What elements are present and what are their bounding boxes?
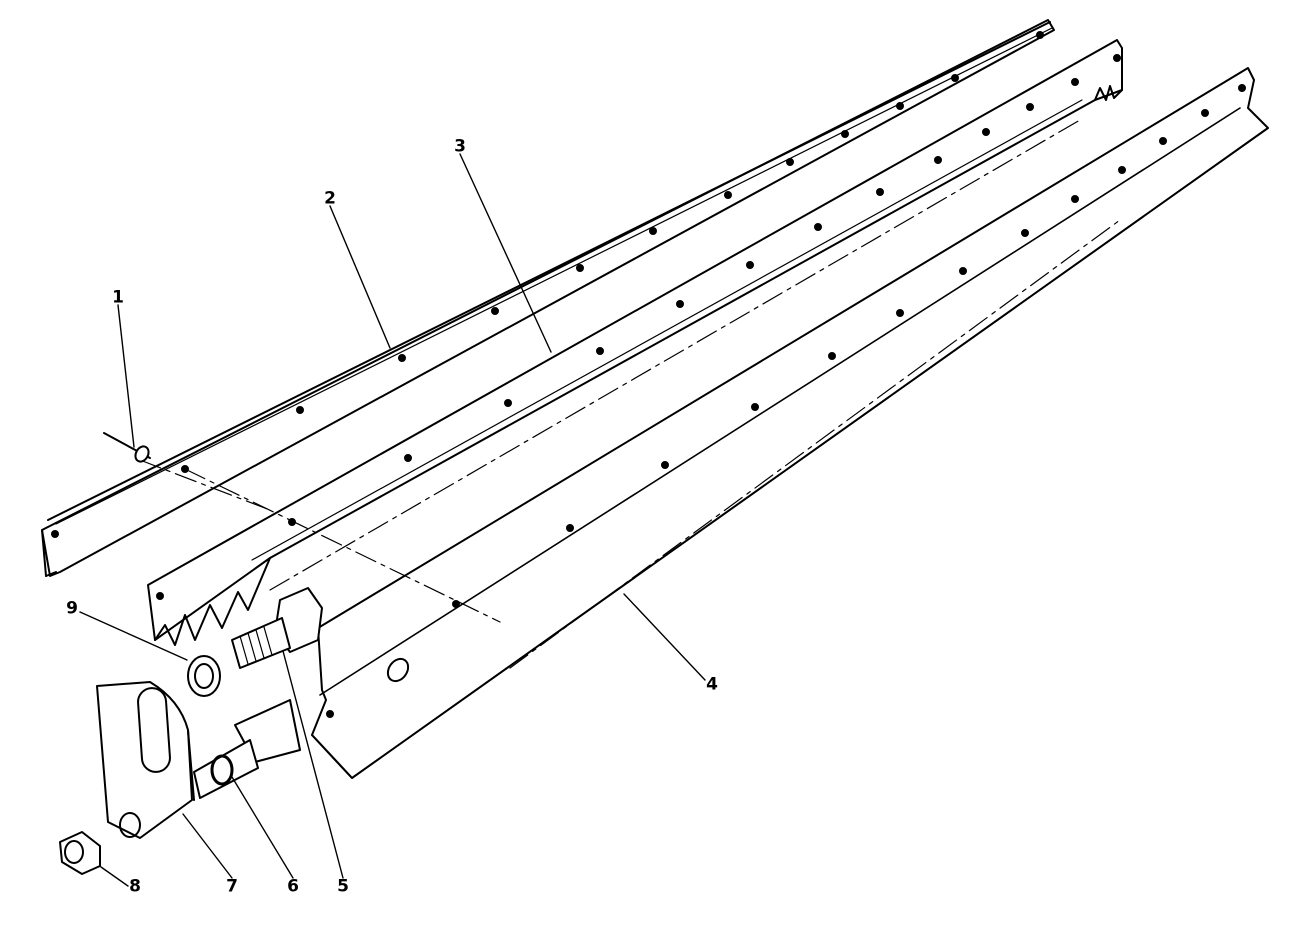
part-7-mounting-plate <box>96 681 195 839</box>
part-2-strip <box>41 19 1055 577</box>
part-5-hex-bolt <box>231 587 323 669</box>
center-lines <box>139 119 1121 669</box>
callout-7: 7 <box>226 876 238 897</box>
callout-8: 8 <box>129 876 141 897</box>
callout-1: 1 <box>112 287 124 308</box>
leader-lines <box>79 153 706 887</box>
part-9-washer <box>187 655 221 697</box>
part-4-angle-bar <box>234 67 1269 779</box>
callout-5: 5 <box>337 876 349 897</box>
callout-4: 4 <box>706 674 718 695</box>
callout-6: 6 <box>287 876 299 897</box>
part-8-hex-nut <box>59 831 101 875</box>
callout-2: 2 <box>324 188 336 209</box>
callout-3: 3 <box>454 136 466 157</box>
part-3-serrated-blade <box>147 39 1123 646</box>
callout-9: 9 <box>66 598 78 619</box>
part-1-rivet <box>103 432 151 463</box>
part-6-threaded-rod <box>193 739 259 799</box>
